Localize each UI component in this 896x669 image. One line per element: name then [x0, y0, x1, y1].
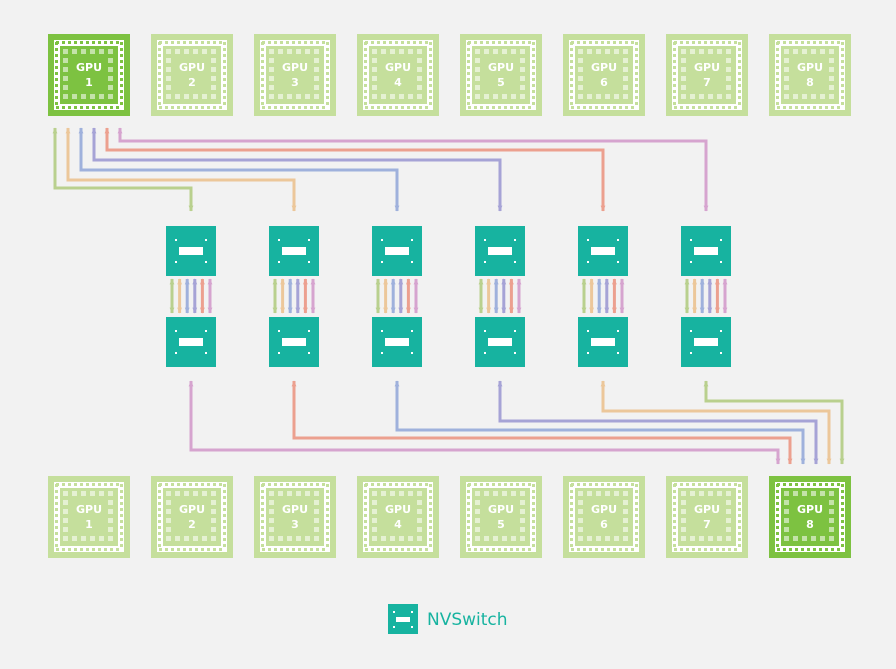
- top-gpu-6: GPU 6: [563, 34, 645, 116]
- bottom-gpu-6: GPU 6: [563, 476, 645, 558]
- gpu1-link: [117, 127, 709, 212]
- gpu-label-plate: [585, 58, 623, 92]
- nvswitch-bar: [488, 247, 512, 255]
- gpu-label-plate: [173, 58, 211, 92]
- nvswitch-bar: [591, 247, 615, 255]
- nvswitch-bottom-5: [578, 317, 628, 367]
- gpu-label: GPU: [694, 61, 720, 74]
- nvswitch-bar: [282, 338, 306, 346]
- gpu-number: 4: [394, 76, 402, 89]
- gpu-label: GPU: [385, 503, 411, 516]
- gpu-number: 3: [291, 76, 299, 89]
- gpu-number: 3: [291, 518, 299, 531]
- gpu-label-plate: [688, 58, 726, 92]
- gpu-label: GPU: [179, 503, 205, 516]
- gpu-label-plate: [276, 58, 314, 92]
- nvswitch-top-5: [578, 226, 628, 276]
- gpu-label-plate: [173, 500, 211, 534]
- nvswitch-bar: [591, 338, 615, 346]
- gpu-label-plate: [688, 500, 726, 534]
- gpu-number: 8: [806, 76, 814, 89]
- gpu-number: 1: [85, 76, 93, 89]
- bottom-gpu-4: GPU 4: [357, 476, 439, 558]
- gpu-number: 7: [703, 518, 711, 531]
- bottom-gpu-2: GPU 2: [151, 476, 233, 558]
- nvswitch-top-2: [269, 226, 319, 276]
- gpu-number: 6: [600, 76, 608, 89]
- gpu-label: GPU: [179, 61, 205, 74]
- gpu-number: 5: [497, 76, 505, 89]
- gpu-label-plate: [585, 500, 623, 534]
- gpu-number: 4: [394, 518, 402, 531]
- nvswitch-top-4: [475, 226, 525, 276]
- nvswitch-bar: [179, 247, 203, 255]
- gpu-label-plate: [482, 58, 520, 92]
- bottom-gpu-5: GPU 5: [460, 476, 542, 558]
- gpu-number: 6: [600, 518, 608, 531]
- nvswitch-top-3: [372, 226, 422, 276]
- gpu-number: 1: [85, 518, 93, 531]
- top-gpu-5: GPU 5: [460, 34, 542, 116]
- gpu-label-plate: [791, 58, 829, 92]
- nvswitch-bottom-3: [372, 317, 422, 367]
- nvswitch-bottom-6: [681, 317, 731, 367]
- gpu-label-plate: [276, 500, 314, 534]
- top-gpu-4: GPU 4: [357, 34, 439, 116]
- gpu-number: 7: [703, 76, 711, 89]
- gpu-label: GPU: [76, 503, 102, 516]
- nvswitch-bottom-2: [269, 317, 319, 367]
- gpu-number: 5: [497, 518, 505, 531]
- top-gpu-2: GPU 2: [151, 34, 233, 116]
- gpu-label-plate: [70, 500, 108, 534]
- gpu-label: GPU: [282, 503, 308, 516]
- gpu-label: GPU: [797, 61, 823, 74]
- gpu8-link: [497, 380, 819, 465]
- bottom-gpu-7: GPU 7: [666, 476, 748, 558]
- nvswitch-bar: [488, 338, 512, 346]
- gpu-label: GPU: [282, 61, 308, 74]
- gpu-label-plate: [379, 58, 417, 92]
- gpu-label: GPU: [488, 61, 514, 74]
- top-gpu-1: GPU 1: [48, 34, 130, 116]
- gpu-label-plate: [70, 58, 108, 92]
- gpu-label-plate: [482, 500, 520, 534]
- legend: NVSwitch: [388, 604, 508, 634]
- nvswitch-bar: [385, 338, 409, 346]
- gpu-number: 8: [806, 518, 814, 531]
- gpu-label: GPU: [76, 61, 102, 74]
- nvswitch-bar: [282, 247, 306, 255]
- bottom-gpu-1: GPU 1: [48, 476, 130, 558]
- gpu-label-plate: [791, 500, 829, 534]
- gpu-label: GPU: [694, 503, 720, 516]
- legend-label: NVSwitch: [427, 610, 508, 630]
- bottom-gpu-8: GPU 8: [769, 476, 851, 558]
- gpu-number: 2: [188, 518, 196, 531]
- nvswitch-bar: [694, 247, 718, 255]
- nvswitch-bottom-1: [166, 317, 216, 367]
- top-gpu-3: GPU 3: [254, 34, 336, 116]
- nvswitch-top-6: [681, 226, 731, 276]
- nvswitch-top-1: [166, 226, 216, 276]
- gpu8-link: [703, 380, 845, 465]
- bottom-gpu-3: GPU 3: [254, 476, 336, 558]
- gpu-number: 2: [188, 76, 196, 89]
- top-gpu-7: GPU 7: [666, 34, 748, 116]
- gpu-label: GPU: [591, 61, 617, 74]
- gpu-label: GPU: [797, 503, 823, 516]
- nvswitch-bar: [694, 338, 718, 346]
- gpu-label: GPU: [488, 503, 514, 516]
- top-gpu-8: GPU 8: [769, 34, 851, 116]
- gpu-label-plate: [379, 500, 417, 534]
- nvswitch-bar: [179, 338, 203, 346]
- gpu-label: GPU: [385, 61, 411, 74]
- gpu-label: GPU: [591, 503, 617, 516]
- nvswitch-bottom-4: [475, 317, 525, 367]
- nvswitch-bar: [385, 247, 409, 255]
